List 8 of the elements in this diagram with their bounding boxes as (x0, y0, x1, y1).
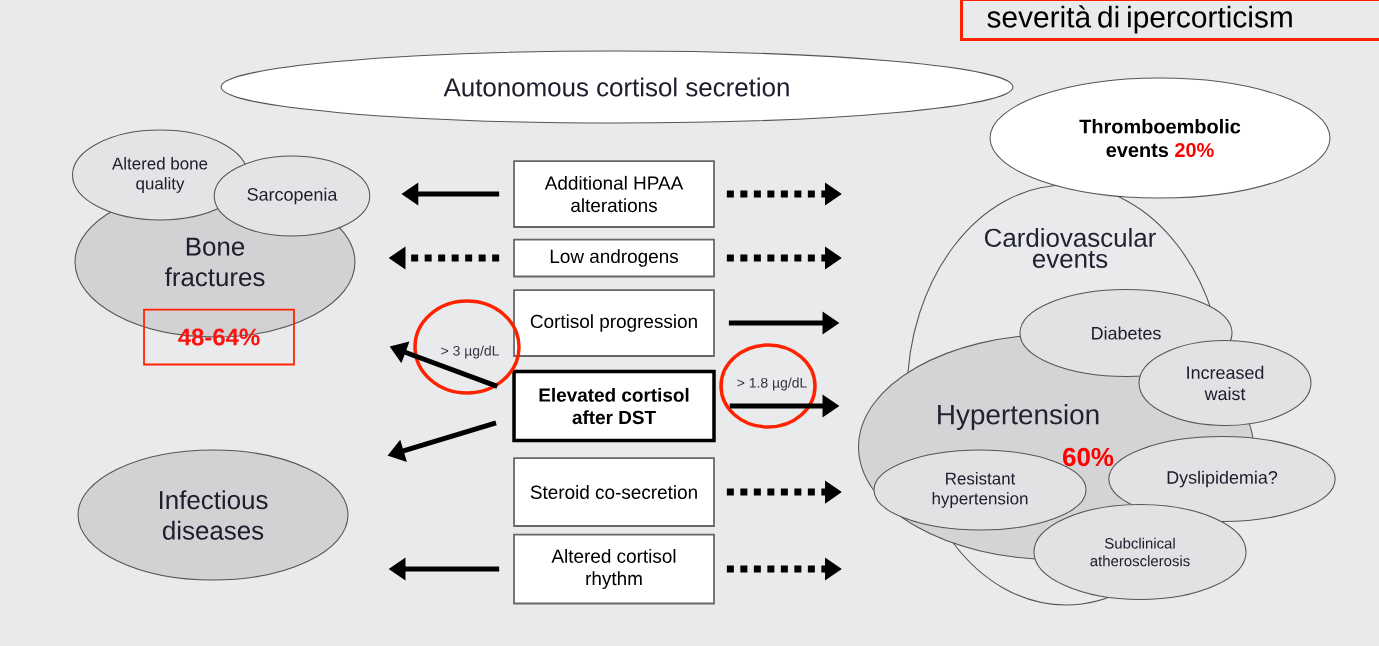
process-box: Cortisol progression (513, 289, 715, 357)
slide-heading: severità di ipercorticism (960, 0, 1379, 41)
process-box: Altered cortisol rhythm (513, 533, 715, 605)
process-box: Low androgens (513, 238, 715, 278)
percentage-box: 48-64% (143, 308, 295, 366)
process-box: Elevated cortisol after DST (512, 369, 716, 443)
process-box: Steroid co-secretion (513, 457, 715, 527)
process-box: Additional HPAA alterations (513, 160, 715, 228)
